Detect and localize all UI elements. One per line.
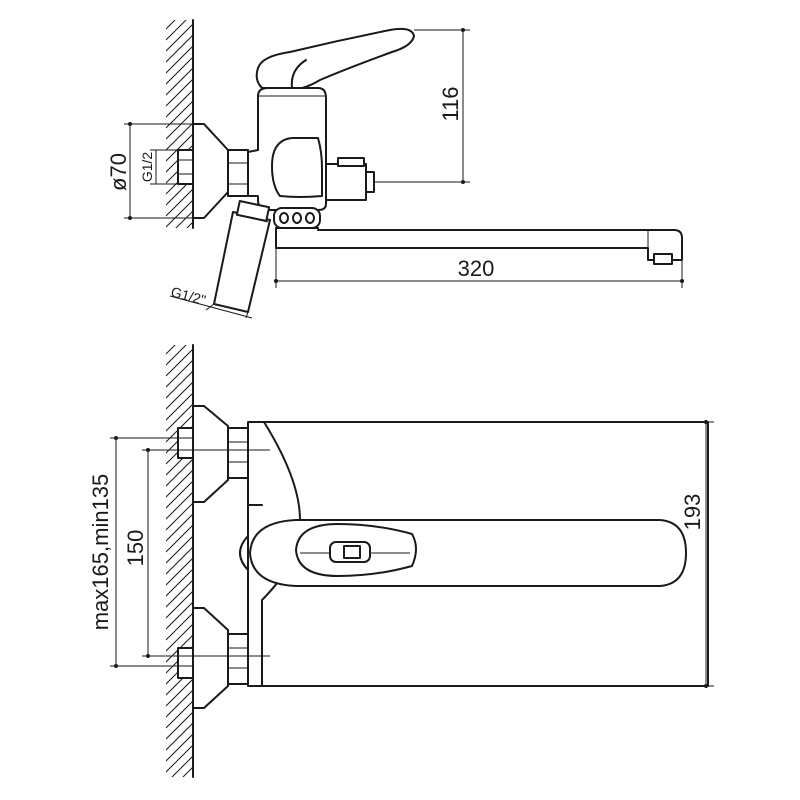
wall-hatch-line — [166, 722, 193, 751]
dim-center-150: 150 — [123, 448, 270, 658]
dim-height-label: 116 — [438, 86, 463, 121]
dim-flange: ø70 G1/2 — [106, 122, 204, 220]
wall-hatch-line — [166, 111, 193, 140]
wall-hatch-line — [166, 34, 193, 63]
wall-hatch-line — [166, 370, 193, 399]
wall-hatch-line — [186, 221, 193, 228]
wall-hatch-line — [166, 700, 193, 729]
wall-hatch-line — [166, 20, 187, 41]
dim-length-label: 320 — [458, 256, 495, 281]
hex-nut — [227, 149, 249, 197]
wall-hatch-line — [166, 480, 193, 509]
wall-hatch-line — [166, 689, 193, 718]
dim-height-116: 116 — [374, 28, 470, 184]
wall-hatch-line — [166, 56, 193, 85]
dim-height-193: 193 — [680, 420, 714, 688]
wall-hatch-line — [166, 469, 193, 498]
wall-hatch-line — [166, 789, 193, 800]
shower-outlet — [213, 200, 271, 313]
wall-hatch-line — [166, 0, 193, 18]
spout-connector — [273, 207, 321, 229]
front-view: 193 150 max165,min135 — [88, 305, 714, 800]
dim-length-320: 320 — [274, 248, 684, 288]
diverter-knob — [325, 157, 375, 201]
wall-hatch-line — [166, 546, 193, 575]
wall-top — [166, 0, 194, 282]
faucet-body — [247, 87, 327, 211]
wall-hatch-line — [166, 89, 193, 118]
wall-hatch-line — [166, 623, 193, 652]
wall-hatch-line — [166, 67, 193, 96]
wall-flange — [192, 123, 229, 219]
wall-hatch-line — [166, 381, 193, 410]
wall-hatch-line — [166, 590, 193, 619]
wall-hatch-line — [166, 244, 193, 271]
wall-hatch-line — [166, 744, 193, 773]
wall-hatch-line — [166, 23, 193, 52]
wall-hatch-line — [166, 133, 193, 162]
wall-hatch-line — [166, 188, 193, 217]
wall-hatch-line — [171, 755, 193, 777]
wall-hatch-line — [166, 392, 193, 421]
wall-hatch-line — [166, 678, 193, 707]
wall-hatch-line — [166, 359, 193, 388]
wall-hatch-line — [166, 345, 187, 366]
upper-connection — [177, 405, 249, 503]
wall-hatch-line — [166, 502, 193, 531]
wall-hatch-line — [166, 612, 193, 641]
wall-hatch-line — [166, 78, 193, 107]
wall-hatch-line — [166, 345, 176, 355]
wall-bottom — [166, 305, 194, 800]
dim-shower-thread-label: G1/2" — [169, 283, 207, 308]
dim-adjust-range: max165,min135 — [88, 436, 194, 668]
wall-hatch-line — [166, 568, 193, 597]
wall-hatch-line — [166, 733, 193, 762]
wall-hatch-line — [166, 513, 193, 542]
wall-hatch-line — [166, 0, 193, 7]
wall-hatch-line — [166, 348, 193, 377]
dim-total-height-label: 193 — [680, 494, 705, 531]
wall-hatch-line — [166, 20, 176, 30]
wall-hatch-line — [166, 535, 193, 564]
wall-hatch-line — [166, 305, 193, 332]
side-view: 116 320 ø70 G1/2 — [106, 0, 684, 319]
dim-inlet-thread-label: G1/2 — [139, 152, 155, 183]
wall-hatch-line — [166, 711, 193, 740]
wall-hatch-line — [166, 491, 193, 520]
wall-hatch-line — [166, 524, 193, 553]
lever-handle-front — [249, 519, 687, 587]
wall-hatch-line — [166, 122, 193, 151]
wall-hatch-line — [166, 778, 193, 800]
lever-handle — [255, 27, 415, 89]
wall-hatch-line — [166, 458, 193, 487]
inlet-connector — [177, 149, 195, 185]
lower-connection — [177, 607, 249, 709]
wall-hatch-line — [166, 601, 193, 630]
dim-center-label: 150 — [123, 530, 148, 567]
wall-hatch-line — [166, 255, 193, 282]
spout — [275, 227, 683, 261]
wall-hatch-line — [166, 233, 193, 260]
wall-hatch-line — [166, 557, 193, 586]
wall-hatch-line — [166, 579, 193, 608]
dim-flange-diameter-label: ø70 — [106, 153, 131, 191]
dim-adjust-label: max165,min135 — [88, 474, 113, 631]
wall-hatch-line — [166, 199, 193, 228]
wall-hatch-line — [175, 210, 193, 228]
wall-hatch-line — [166, 316, 193, 343]
wall-hatch-line — [166, 403, 193, 432]
wall-hatch-line — [182, 766, 193, 777]
wall-hatch-line — [166, 45, 193, 74]
